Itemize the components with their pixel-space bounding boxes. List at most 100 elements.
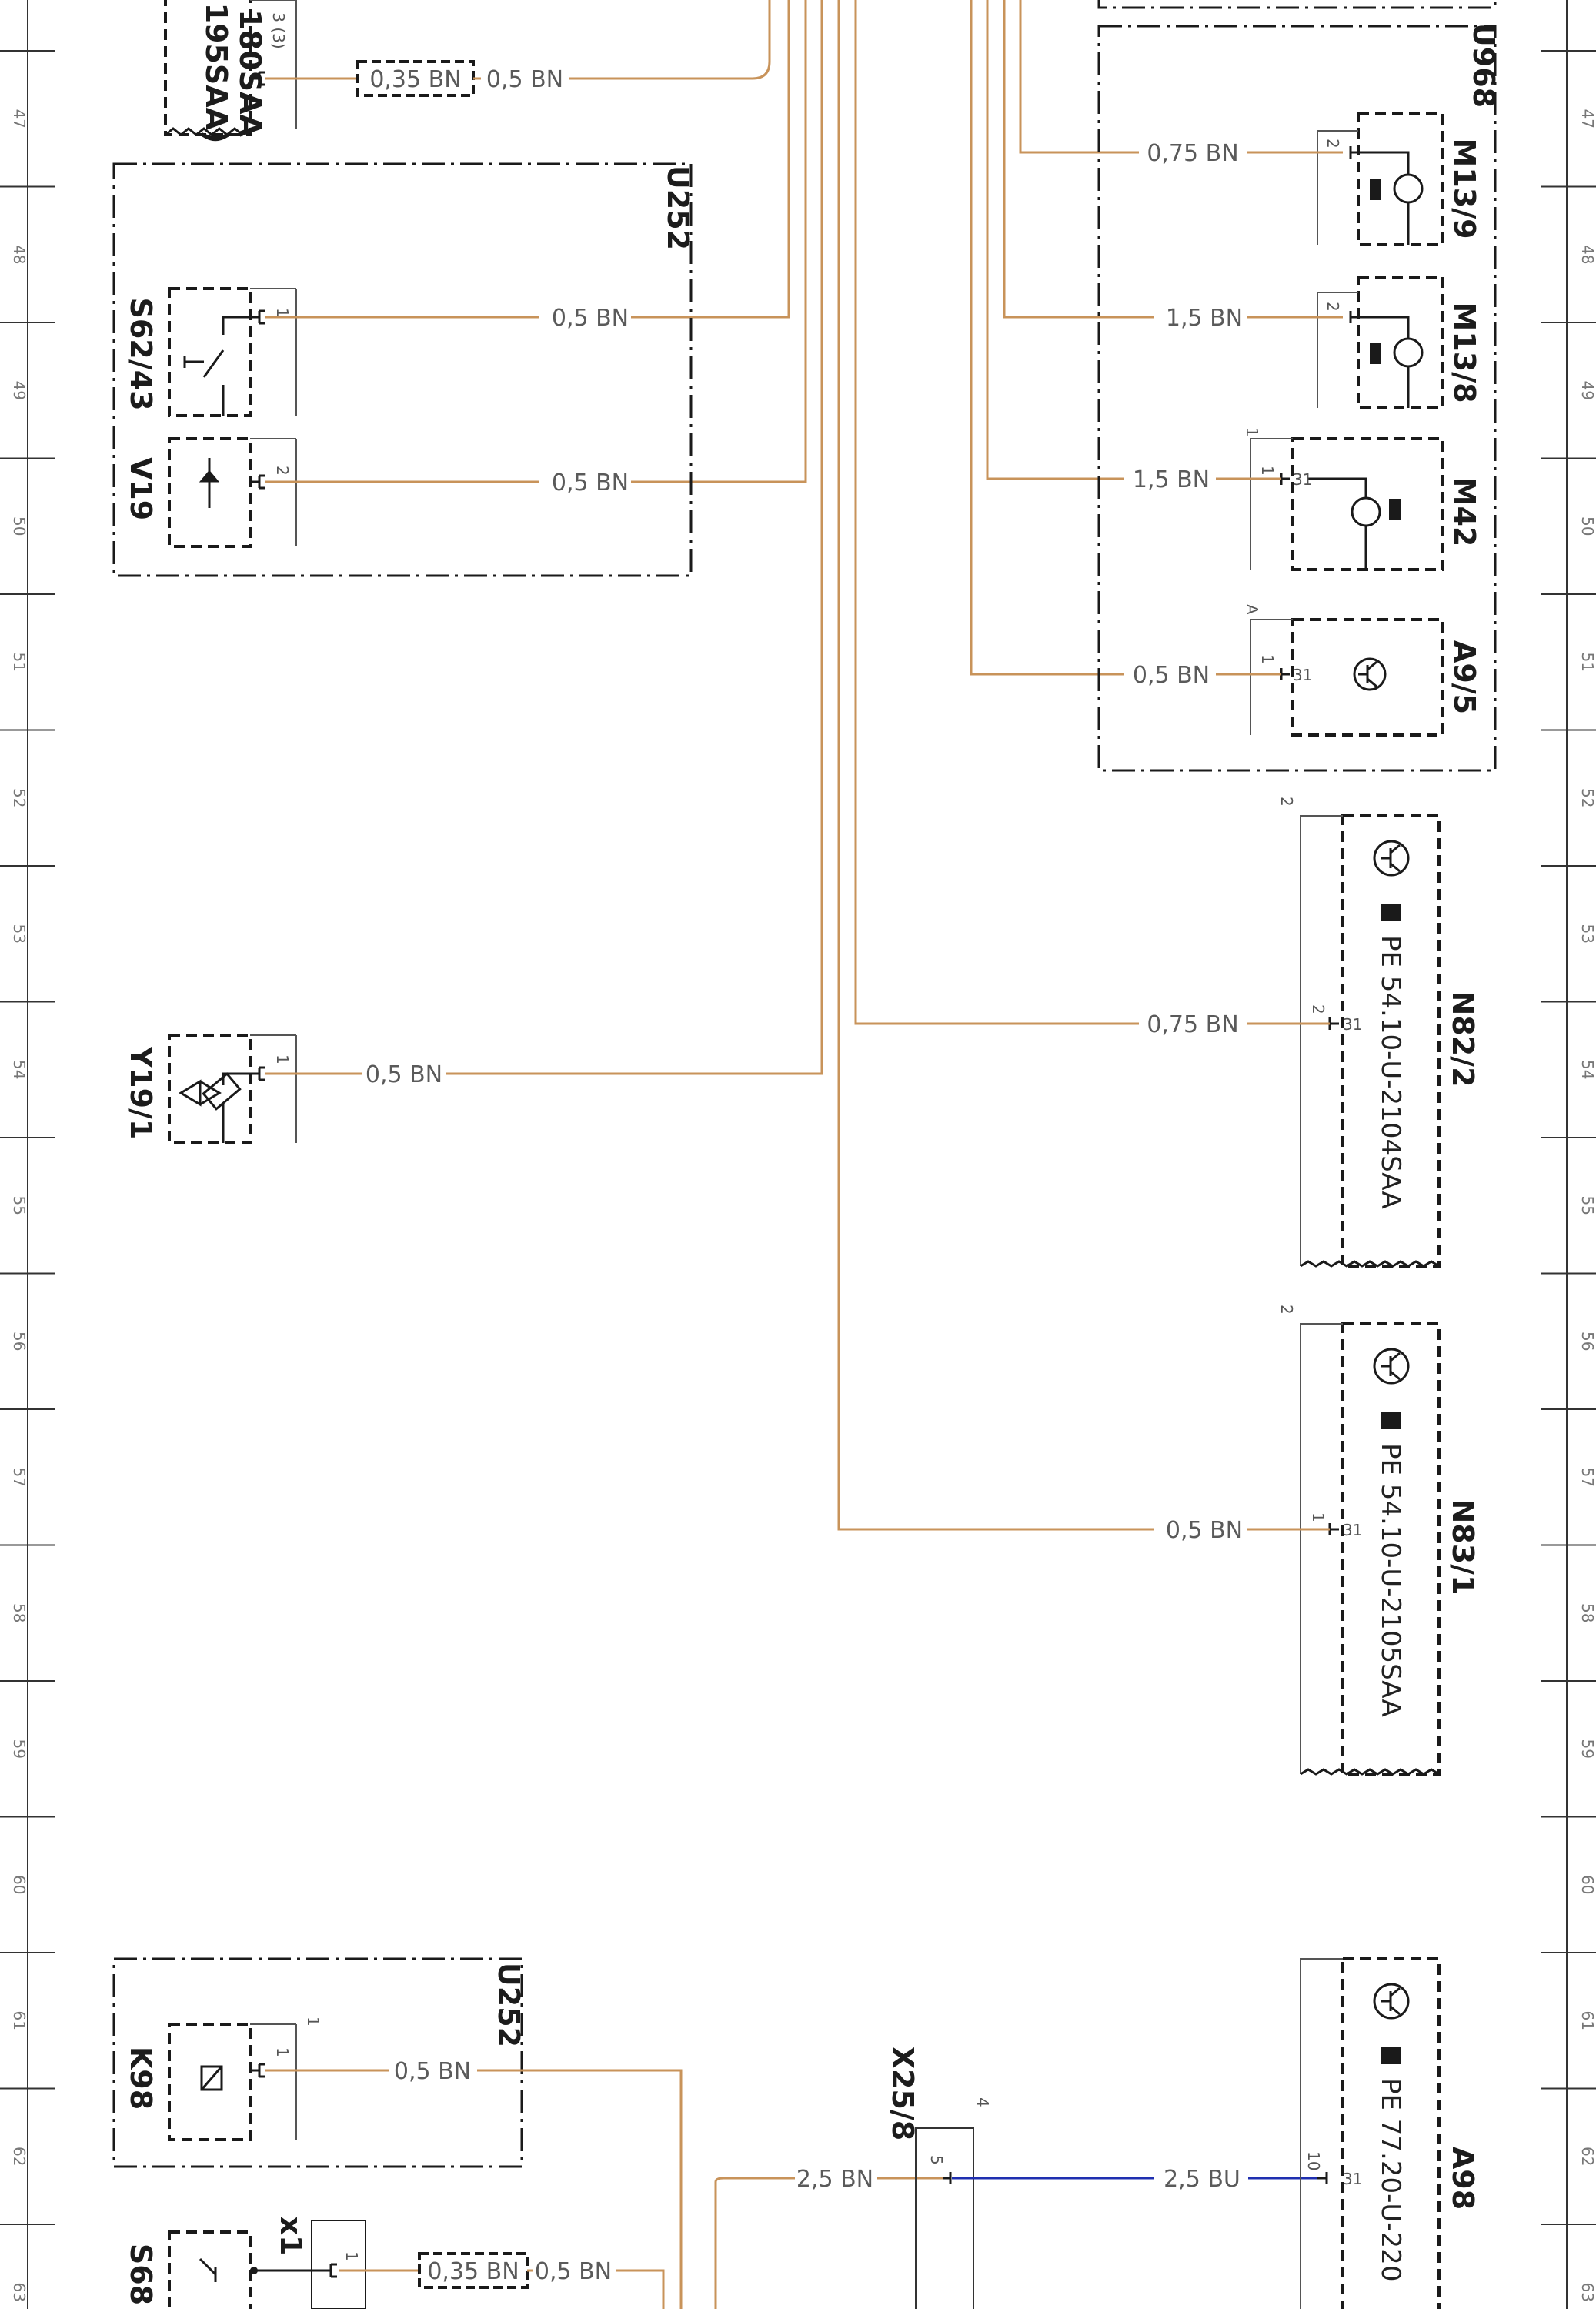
n83-1-wire: 0,5 BN bbox=[1166, 1517, 1243, 1544]
m13-9-pin: 2 bbox=[1324, 139, 1342, 149]
wire-trunk-s62-43 bbox=[631, 0, 790, 319]
rail-row-number: 56 bbox=[1578, 1332, 1596, 1351]
wire-trunk-n83-1 bbox=[837, 0, 1154, 1531]
s62-43-pin: 1 bbox=[273, 308, 292, 318]
top-partial-wire-dashed: 0,35 BN bbox=[369, 66, 461, 93]
rail-row-number: 60 bbox=[10, 1875, 28, 1894]
rail-row-number: 49 bbox=[10, 381, 28, 400]
wire-trunk-m42 bbox=[986, 0, 1124, 480]
rail-row-number: 60 bbox=[1578, 1875, 1596, 1894]
s68-conn: x1 bbox=[274, 2217, 308, 2256]
y19-1-label: Y19/1 bbox=[124, 1046, 158, 1140]
rail-row-number: 53 bbox=[10, 924, 28, 944]
v19-diode: 2 V19 0,5 BN bbox=[124, 437, 629, 548]
rail-row-number: 52 bbox=[1578, 788, 1596, 807]
y19-1-wire: 0,5 BN bbox=[366, 1061, 442, 1088]
rail-row-number: 51 bbox=[1578, 653, 1596, 672]
m13-9-motor: 2 M13/9 0,75 BN bbox=[1147, 112, 1481, 246]
u968-label: U968 bbox=[1467, 23, 1501, 108]
k98-outer-pin: 1 bbox=[304, 2017, 322, 2027]
top-partial-pin: 3 (3) bbox=[269, 12, 288, 48]
rail-row-number: 56 bbox=[10, 1332, 28, 1351]
rail-row-number: 61 bbox=[1578, 2011, 1596, 2030]
k98-wire: 0,5 BN bbox=[394, 2058, 471, 2085]
wire-trunk-n82-2 bbox=[854, 0, 1139, 1025]
rail-row-number: 50 bbox=[10, 516, 28, 536]
n83-1-pin: 1 bbox=[1309, 1512, 1327, 1522]
s62-43-label: S62/43 bbox=[124, 297, 158, 410]
u252-top-box: U252 1 S62/43 0,5 BN 2 V19 0,5 BN bbox=[112, 162, 695, 577]
y19-1-valve: 1 Y19/1 0,5 BN bbox=[124, 1034, 442, 1144]
v19-wire: 0,5 BN bbox=[552, 469, 629, 496]
top-partial-wire: 0,5 BN bbox=[486, 66, 563, 93]
n82-2-outer-pin: 2 bbox=[1277, 797, 1296, 807]
s62-43-wire: 0,5 BN bbox=[552, 305, 629, 332]
rail-row-number: 54 bbox=[10, 1060, 28, 1079]
a9-5-component: 1 31 A A9/5 0,5 BN bbox=[1133, 604, 1481, 737]
m13-9-wire: 0,75 BN bbox=[1147, 140, 1238, 167]
x25-8-wire-in: 2,5 BN bbox=[796, 2166, 873, 2193]
rail-row-number: 52 bbox=[10, 788, 28, 807]
n82-2-label: N82/2 bbox=[1446, 991, 1480, 1087]
m42-outer-pin: 1 bbox=[1243, 427, 1261, 437]
rail-row-number: 62 bbox=[10, 2147, 28, 2166]
m42-gnd: 31 bbox=[1293, 470, 1312, 489]
rail-row-number: 50 bbox=[1578, 516, 1596, 536]
k98-pin: 1 bbox=[273, 2047, 292, 2057]
a9-5-gnd: 31 bbox=[1293, 666, 1312, 684]
m42-pin: 1 bbox=[1258, 466, 1277, 476]
rail-row-number: 63 bbox=[10, 2283, 28, 2302]
a98-label: A98 bbox=[1446, 2147, 1480, 2210]
wire-trunk-top-partial bbox=[569, 0, 771, 80]
n82-2-gnd: 31 bbox=[1343, 1015, 1362, 1034]
m13-9-label: M13/9 bbox=[1447, 138, 1481, 239]
x25-8-wire-out: 2,5 BU bbox=[1164, 2166, 1240, 2193]
u252-top-label: U252 bbox=[661, 165, 695, 250]
rail-row-number: 59 bbox=[10, 1739, 28, 1759]
rail-row-number: 49 bbox=[1578, 381, 1596, 400]
n83-1-ref: PE 54.10-U-2105SAA bbox=[1375, 1443, 1406, 1717]
a98-gnd: 31 bbox=[1343, 2170, 1362, 2188]
s68-switch: 1 x1 S68 0,35 BN 0,5 BN bbox=[124, 2217, 665, 2309]
m13-8-wire: 1,5 BN bbox=[1166, 305, 1243, 332]
s68-wire: 0,5 BN bbox=[535, 2258, 612, 2285]
a9-5-label: A9/5 bbox=[1447, 640, 1481, 714]
a98-module: PE 77.20-U-220 A98 10 31 bbox=[1300, 1957, 1480, 2309]
rail-row-number: 58 bbox=[1578, 1603, 1596, 1622]
n83-1-outer-pin: 2 bbox=[1277, 1305, 1296, 1315]
rail-row-number: 48 bbox=[1578, 245, 1596, 264]
k98-relay: 1 1 K98 0,5 BN bbox=[124, 2017, 683, 2309]
n83-1-label: N83/1 bbox=[1446, 1499, 1480, 1595]
top-partial-label-2: 195SAA) bbox=[199, 3, 233, 144]
a98-pin: 10 bbox=[1304, 2151, 1323, 2170]
n82-2-pin: 2 bbox=[1309, 1004, 1327, 1014]
rail-row-number: 59 bbox=[1578, 1739, 1596, 1759]
s68-pin: 1 bbox=[342, 2251, 361, 2261]
rail-row-number: 54 bbox=[1578, 1060, 1596, 1079]
n82-2-module: 2 PE 54.10-U-2104SAA N82/2 2 31 0,75 BN bbox=[1147, 797, 1480, 1268]
a9-5-wire: 0,5 BN bbox=[1133, 662, 1210, 689]
rail-row-number: 48 bbox=[10, 245, 28, 264]
rail-row-number: 47 bbox=[10, 109, 28, 129]
x25-8-outer-pin: 4 bbox=[973, 2097, 992, 2107]
s68-label: S68 bbox=[124, 2244, 158, 2305]
top-partial-component: 180SAA 195SAA) 3 (3) 0,35 BN 0,5 BN bbox=[164, 0, 563, 144]
y19-1-pin: 1 bbox=[273, 1054, 292, 1064]
n82-2-ref: PE 54.10-U-2104SAA bbox=[1375, 935, 1406, 1209]
n83-1-module: 2 PE 54.10-U-2105SAA N83/1 1 31 0,5 BN bbox=[1166, 1305, 1480, 1776]
rail-row-number: 61 bbox=[10, 2011, 28, 2030]
a9-5-pin: 1 bbox=[1258, 654, 1277, 664]
m42-label: M42 bbox=[1447, 477, 1481, 547]
k98-label: K98 bbox=[124, 2047, 158, 2110]
rail-row-number: 47 bbox=[1578, 109, 1596, 129]
rail-row-number: 53 bbox=[1578, 924, 1596, 944]
s68-wire-dashed: 0,35 BN bbox=[427, 2258, 519, 2285]
s62-43-switch: 1 S62/43 0,5 BN bbox=[124, 287, 629, 417]
m13-8-motor: 2 M13/8 1,5 BN bbox=[1166, 276, 1481, 409]
x25-8-label: X25/8 bbox=[886, 2047, 920, 2141]
wire-trunk-m13-9 bbox=[1019, 0, 1139, 154]
grid-rails bbox=[27, 0, 1568, 2309]
a9-5-outer-pin: A bbox=[1243, 604, 1261, 615]
